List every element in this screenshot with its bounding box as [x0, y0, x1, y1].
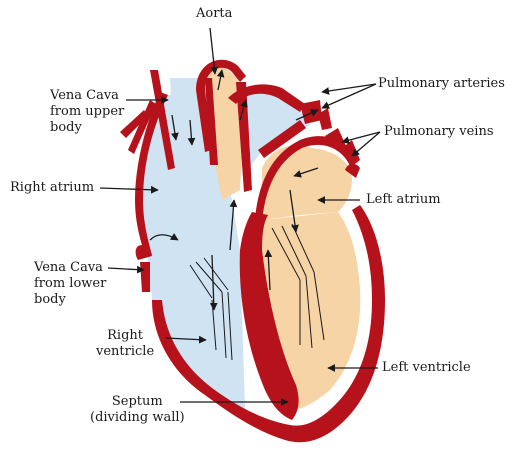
label-right-atrium: Right atrium — [10, 180, 94, 196]
label-left-ventricle: Left ventricle — [382, 360, 471, 376]
left-atrium-chamber — [262, 145, 352, 220]
label-aorta: Aorta — [196, 6, 232, 22]
label-pulmonary-arteries: Pulmonary arteries — [378, 76, 505, 92]
label-vena-cava-upper: Vena Cava from upper body — [50, 88, 124, 136]
inferior-vena-cava-wall — [136, 245, 152, 292]
label-left-atrium: Left atrium — [366, 192, 441, 208]
label-pulmonary-veins: Pulmonary veins — [384, 124, 493, 140]
label-right-ventricle: Right ventricle — [96, 328, 154, 360]
label-vena-cava-lower: Vena Cava from lower body — [34, 260, 106, 308]
label-septum: Septum (dividing wall) — [90, 394, 185, 426]
